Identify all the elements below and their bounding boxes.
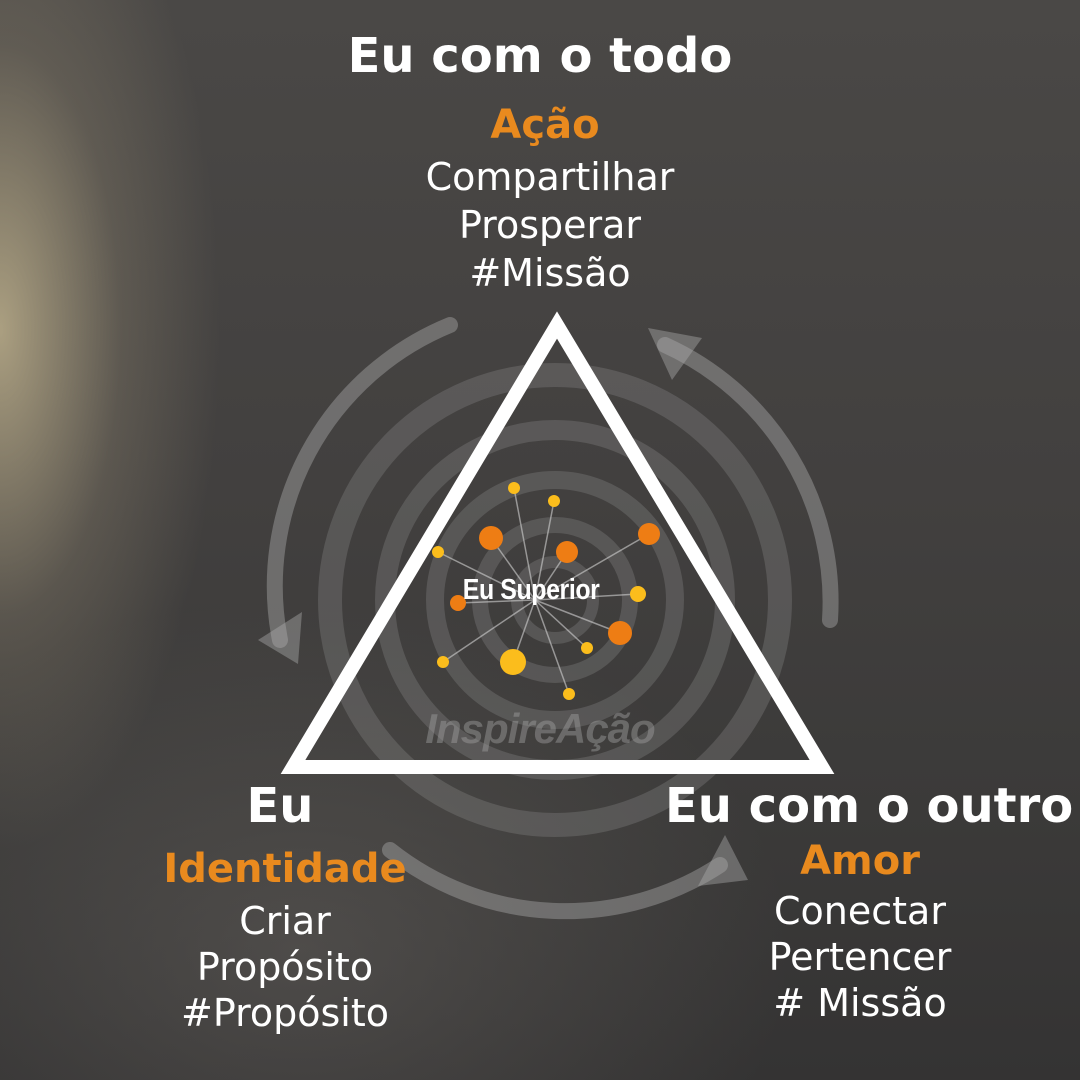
network-node (437, 656, 449, 668)
main-triangle (280, 311, 835, 774)
network-node (500, 649, 526, 675)
top-heading: Eu com o todo (347, 28, 733, 84)
network-node (450, 595, 466, 611)
left-item-2: Propósito (196, 945, 374, 989)
network-node (581, 642, 593, 654)
network-link (534, 533, 650, 601)
right-item-3: # Missão (773, 981, 947, 1025)
network-link (534, 599, 588, 649)
network-link (534, 593, 639, 601)
left-accent: Identidade (163, 846, 407, 892)
network-node (479, 526, 503, 550)
right-item-2: Pertencer (768, 935, 952, 979)
top-item-1: Compartilhar (425, 155, 675, 199)
network-node (556, 541, 578, 563)
network-link (534, 599, 621, 634)
network-node (638, 523, 660, 545)
network-link (442, 599, 536, 663)
network-node (608, 621, 632, 645)
cycle-arrows-icon (266, 317, 839, 920)
right-item-1: Conectar (774, 889, 946, 933)
top-item-3: #Missão (469, 251, 631, 295)
network-node (548, 495, 560, 507)
network-link (457, 599, 536, 604)
network-link (534, 599, 570, 695)
network-link (534, 500, 555, 601)
network-node (508, 482, 520, 494)
top-accent: Ação (490, 102, 600, 148)
network-link (437, 551, 536, 601)
right-heading: Eu com o outro (665, 778, 1074, 834)
network-nodes-icon (432, 482, 660, 700)
left-item-1: Criar (239, 899, 331, 943)
network-link (513, 487, 536, 601)
right-accent: Amor (800, 838, 920, 884)
left-item-3: #Propósito (181, 991, 389, 1035)
watermark-logo: InspireAção (425, 705, 655, 752)
arrow-heads (258, 328, 748, 886)
network-node (563, 688, 575, 700)
network-node (630, 586, 646, 602)
center-label: Eu Superior (462, 574, 600, 606)
network-node (432, 546, 444, 558)
top-item-2: Prosperar (458, 203, 642, 247)
network-link (490, 537, 536, 601)
left-heading: Eu (246, 778, 314, 834)
